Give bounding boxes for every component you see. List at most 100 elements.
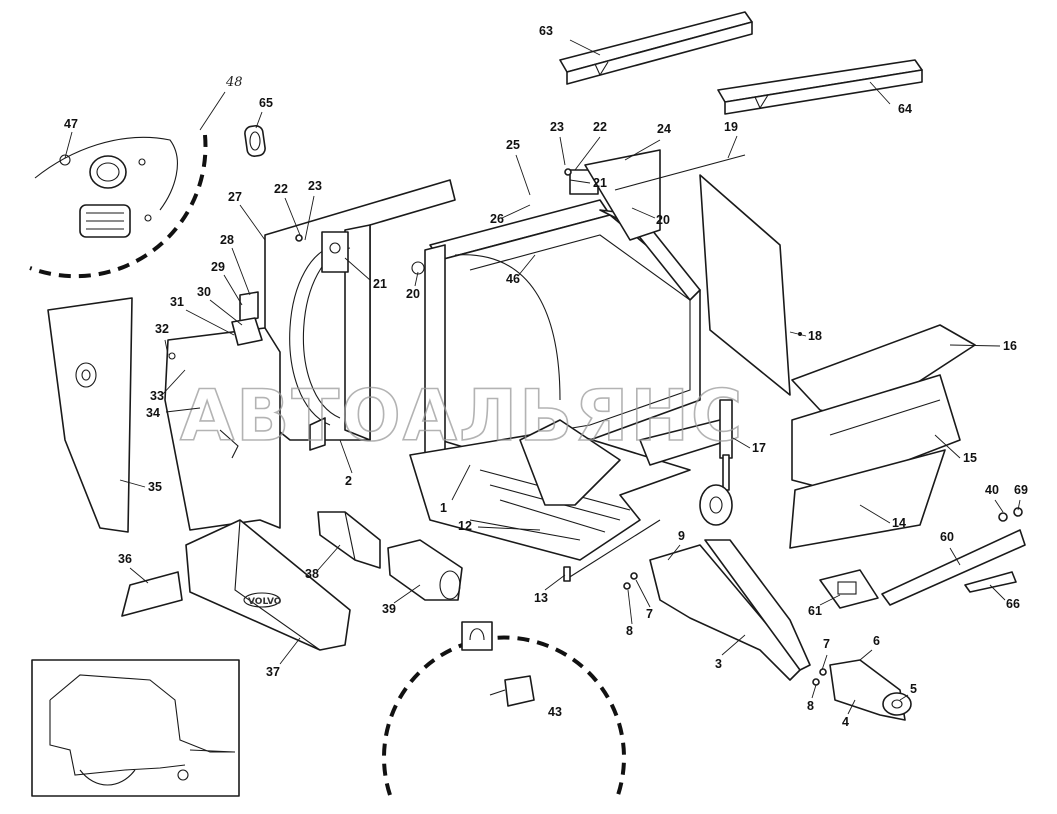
part-label-20a: 20	[406, 287, 420, 301]
part-label-69: 69	[1014, 483, 1028, 497]
leader-line-3	[721, 634, 746, 656]
part-label-21a: 21	[373, 277, 387, 291]
part-label-35: 35	[148, 480, 162, 494]
part-label-39: 39	[382, 602, 396, 616]
bracket-38	[317, 511, 381, 569]
leader-line-7a	[635, 579, 651, 608]
leader-line-20a	[414, 271, 419, 287]
leader-line-2	[339, 439, 353, 474]
leader-line-21b	[569, 179, 591, 184]
part-label-66: 66	[1006, 597, 1020, 611]
leader-line-8b	[811, 684, 817, 699]
leader-line-38	[317, 544, 341, 571]
part-65	[244, 124, 266, 158]
part-label-12: 12	[458, 519, 472, 533]
part-label-7a: 7	[646, 607, 653, 621]
location-inset	[31, 659, 240, 797]
leader-line-6	[859, 649, 873, 661]
part-label-8a: 8	[626, 624, 633, 638]
leader-line-32	[164, 339, 169, 356]
part-label-63: 63	[539, 24, 553, 38]
leader-line-26	[501, 204, 531, 219]
part-label-27: 27	[228, 190, 242, 204]
hitch-4-5	[829, 659, 912, 721]
part-label-17: 17	[752, 441, 766, 455]
leader-line-33	[161, 369, 186, 396]
part-label-4: 4	[842, 715, 849, 729]
bracket-39	[387, 539, 463, 601]
leader-line-61	[819, 594, 841, 606]
rail-63	[559, 11, 753, 85]
left-panel-34	[164, 327, 281, 531]
part-label-31: 31	[170, 295, 184, 309]
bar-60	[881, 529, 1026, 606]
leader-line-36	[129, 567, 149, 584]
part-label-24: 24	[657, 122, 671, 136]
cover-37: VOLVO	[185, 519, 351, 651]
part-label-22b: 22	[593, 120, 607, 134]
leader-line-20b	[631, 207, 656, 219]
detail-43-callout	[382, 621, 626, 796]
leader-line-60	[949, 547, 961, 566]
part-label-22a: 22	[274, 182, 288, 196]
part-66	[964, 571, 1017, 593]
leader-line-27	[239, 204, 266, 241]
leader-line-31	[185, 309, 235, 336]
leader-line-23b	[559, 136, 566, 166]
part-label-40: 40	[985, 483, 999, 497]
rail-64	[717, 59, 923, 115]
toolbox-15-16	[789, 324, 976, 549]
leader-line-39	[393, 584, 421, 604]
leader-line-8a	[627, 589, 633, 625]
plate-61	[819, 569, 879, 609]
part-number-labels: 1234567788912131415161718192020212122222…	[64, 24, 1028, 729]
leader-line-5	[899, 694, 909, 701]
part-label-6: 6	[873, 634, 880, 648]
leader-line-4	[847, 699, 856, 715]
part-label-47: 47	[64, 117, 78, 131]
part-label-3: 3	[715, 657, 722, 671]
leader-line-17	[732, 437, 751, 449]
part-label-1: 1	[440, 501, 447, 515]
part-label-7b: 7	[823, 637, 830, 651]
leader-line-18	[789, 331, 807, 337]
leader-line-30	[209, 299, 243, 326]
part-label-34: 34	[146, 406, 160, 420]
leader-line-21a	[344, 257, 371, 281]
part-label-65: 65	[259, 96, 273, 110]
leader-line-22a	[284, 197, 301, 236]
part-label-16: 16	[1003, 339, 1017, 353]
watermark: АВТОАЛЬЯНС	[180, 375, 744, 457]
part-label-37: 37	[266, 665, 280, 679]
leader-line-47	[64, 131, 73, 159]
part-label-46: 46	[506, 272, 520, 286]
leader-line-35	[119, 479, 146, 488]
left-frame-2	[264, 179, 456, 451]
part-label-14: 14	[892, 516, 906, 530]
part-label-26: 26	[490, 212, 504, 226]
leader-line-19	[727, 135, 738, 159]
label-leader-lines	[64, 39, 1021, 715]
small-brackets-28-31	[168, 291, 263, 360]
leader-line-25	[515, 154, 531, 196]
leader-line-1	[451, 464, 471, 501]
part-label-29: 29	[211, 260, 225, 274]
leader-line-64	[869, 81, 891, 105]
leader-line-46	[517, 254, 536, 277]
part-label-5: 5	[910, 682, 917, 696]
leader-line-34	[165, 407, 201, 413]
leader-line-63	[569, 39, 601, 56]
part-label-23a: 23	[308, 179, 322, 193]
leader-line-69	[1017, 499, 1021, 511]
part-label-36: 36	[118, 552, 132, 566]
leader-line-9	[667, 544, 681, 561]
callout-48-label: 48	[225, 75, 243, 90]
left-panel-35	[47, 297, 133, 533]
part-label-20b: 20	[656, 213, 670, 227]
part-label-43: 43	[548, 705, 562, 719]
part-label-30: 30	[197, 285, 211, 299]
leader-line-65	[255, 111, 263, 129]
part-label-38: 38	[305, 567, 319, 581]
leader-line-22b	[574, 136, 601, 171]
